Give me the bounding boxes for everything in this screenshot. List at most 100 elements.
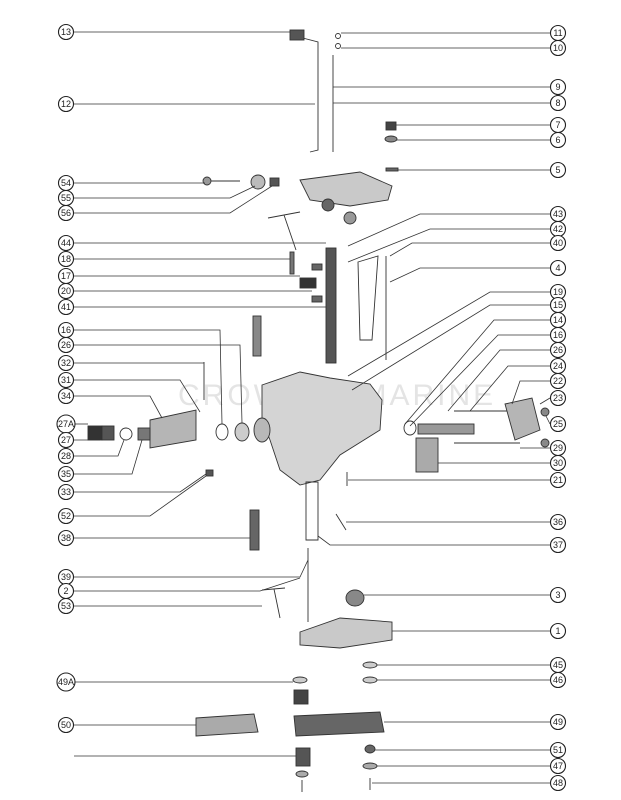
callout-label: 4 <box>555 263 560 273</box>
callout-label: 35 <box>61 469 71 479</box>
callout-right-9: 9 <box>549 78 567 96</box>
callout-label: 34 <box>61 391 71 401</box>
callout-circle <box>549 389 567 407</box>
callout-right-5: 5 <box>549 161 567 179</box>
callout-label: 38 <box>61 533 71 543</box>
callout-right-6: 6 <box>549 131 567 149</box>
callout-circle <box>56 672 76 692</box>
callout-right-16: 16 <box>549 326 567 344</box>
callout-circle <box>549 454 567 472</box>
callouts-right: 1110987654342404191514162624222325293021… <box>549 24 567 792</box>
callout-circle <box>57 483 75 501</box>
callout-left-18: 18 <box>57 250 75 268</box>
sleeve-19 <box>417 423 475 435</box>
callout-label: 5 <box>555 165 560 175</box>
callout-left-52: 52 <box>57 507 75 525</box>
leader-lines-left <box>74 31 326 757</box>
callout-label: 52 <box>61 511 71 521</box>
nut-7 <box>385 121 397 131</box>
callout-right-45: 45 <box>549 656 567 674</box>
callout-label: 12 <box>61 99 71 109</box>
callout-right-15: 15 <box>549 296 567 314</box>
callout-circle <box>57 298 75 316</box>
callout-circle <box>57 282 75 300</box>
callout-circle <box>57 354 75 372</box>
callout-label: 29 <box>553 443 563 453</box>
callout-label: 18 <box>61 254 71 264</box>
callout-label: 55 <box>61 193 71 203</box>
callout-label: 17 <box>61 271 71 281</box>
callout-right-14: 14 <box>549 311 567 329</box>
leader-lines-right <box>317 32 551 784</box>
callout-right-23: 23 <box>549 389 567 407</box>
bolt-54-head <box>202 176 212 186</box>
callout-circle <box>549 131 567 149</box>
bushing-20 <box>311 295 323 303</box>
callout-label: 13 <box>61 27 71 37</box>
block-30 <box>415 437 439 473</box>
callout-label: 21 <box>553 475 563 485</box>
callout-right-11: 11 <box>549 24 567 42</box>
washer-16 <box>215 423 229 441</box>
callout-left-50: 50 <box>57 716 75 734</box>
washer-10 <box>335 43 341 49</box>
callout-right-42: 42 <box>549 220 567 238</box>
callout-circle <box>57 529 75 547</box>
callout-right-40: 40 <box>549 234 567 252</box>
callout-right-46: 46 <box>549 671 567 689</box>
callout-circle <box>549 78 567 96</box>
washer-15 <box>403 420 417 436</box>
callout-left-27: 27 <box>57 431 75 449</box>
callout-right-10: 10 <box>549 39 567 57</box>
callout-circle <box>57 465 75 483</box>
nut-upper-lower <box>293 689 309 705</box>
callout-right-3: 3 <box>549 586 567 604</box>
pin-18 <box>289 251 295 275</box>
callout-left-33: 33 <box>57 483 75 501</box>
callout-label: 41 <box>61 302 71 312</box>
callout-circle <box>57 431 75 449</box>
callout-label: 37 <box>553 540 563 550</box>
callout-circle <box>549 39 567 57</box>
callout-label: 44 <box>61 238 71 248</box>
nut-33 <box>205 469 214 477</box>
tilt-lever-37 <box>305 481 319 541</box>
callout-circle <box>57 597 75 615</box>
callout-circle <box>57 336 75 354</box>
yoke-34 <box>149 409 197 449</box>
callout-left-44: 44 <box>57 234 75 252</box>
callout-label: 23 <box>553 393 563 403</box>
callout-label: 26 <box>553 345 563 355</box>
callout-circle <box>549 622 567 640</box>
link-49 <box>293 711 385 737</box>
washer-11 <box>335 33 341 39</box>
callout-left-26: 26 <box>57 336 75 354</box>
t-handle-upper <box>267 211 301 251</box>
callout-label: 20 <box>61 286 71 296</box>
callout-label: 3 <box>555 590 560 600</box>
callout-right-47: 47 <box>549 757 567 775</box>
callout-label: 49 <box>553 717 563 727</box>
callout-left-49A: 49A <box>56 672 76 692</box>
spring-27A <box>87 425 103 441</box>
callout-left-16: 16 <box>57 321 75 339</box>
callout-circle <box>549 713 567 731</box>
callout-circle <box>549 234 567 252</box>
rod-spring <box>289 29 305 41</box>
callout-right-25: 25 <box>549 415 567 433</box>
callout-label: 31 <box>61 375 71 385</box>
callout-left-41: 41 <box>57 298 75 316</box>
callout-circle <box>549 741 567 759</box>
callout-left-20: 20 <box>57 282 75 300</box>
callout-right-30: 30 <box>549 454 567 472</box>
callout-right-43: 43 <box>549 205 567 223</box>
callout-right-22: 22 <box>549 372 567 390</box>
callout-left-39: 39 <box>57 568 75 586</box>
washer-47 <box>362 762 378 770</box>
callout-label: 53 <box>61 601 71 611</box>
nut-56 <box>269 177 280 187</box>
callout-circle <box>549 671 567 689</box>
callout-label: 1 <box>555 626 560 636</box>
callout-circle <box>549 372 567 390</box>
callout-left-32: 32 <box>57 354 75 372</box>
